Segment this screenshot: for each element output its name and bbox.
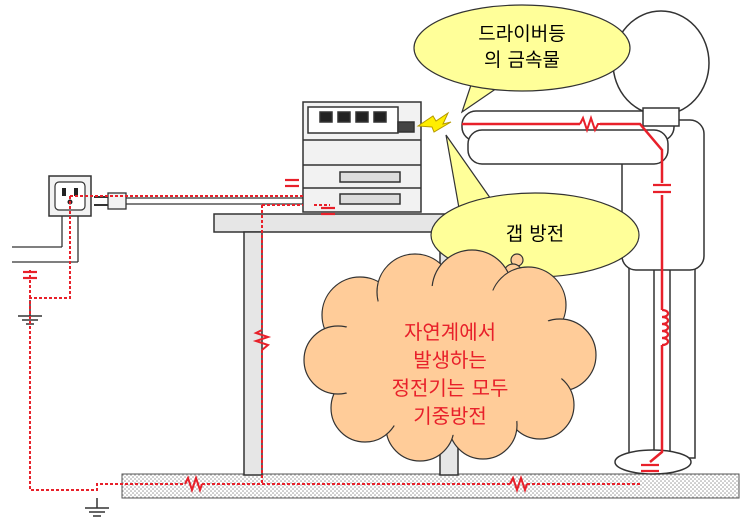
- cloud-text-4: 기중방전: [413, 404, 487, 428]
- inductor-symbol: [661, 308, 670, 347]
- capacitor-symbols: [23, 178, 671, 473]
- callout-metal-label-2: 의 금속물: [484, 49, 560, 71]
- ground-symbol-bottom: [85, 498, 109, 517]
- resistor-symbols: [184, 114, 600, 494]
- cloud-text-1: 자연계에서: [404, 320, 496, 344]
- printer: [302, 101, 422, 213]
- callout-gap-label: 갭 방전: [505, 223, 565, 245]
- floor: [121, 473, 740, 499]
- callout-metal-label-1: 드라이버등: [478, 23, 566, 45]
- spark-icon: [416, 111, 452, 133]
- callout-metal-object: [413, 4, 631, 114]
- leakage-path: [29, 195, 640, 491]
- body-current-path: [462, 122, 664, 463]
- cloud-text-2: 발생하는: [413, 348, 487, 372]
- wall-outlet: [48, 175, 92, 217]
- cloud-text-3: 정전기는 모두: [391, 376, 509, 400]
- thought-cloud: [303, 249, 597, 462]
- wall-wires: [12, 216, 79, 263]
